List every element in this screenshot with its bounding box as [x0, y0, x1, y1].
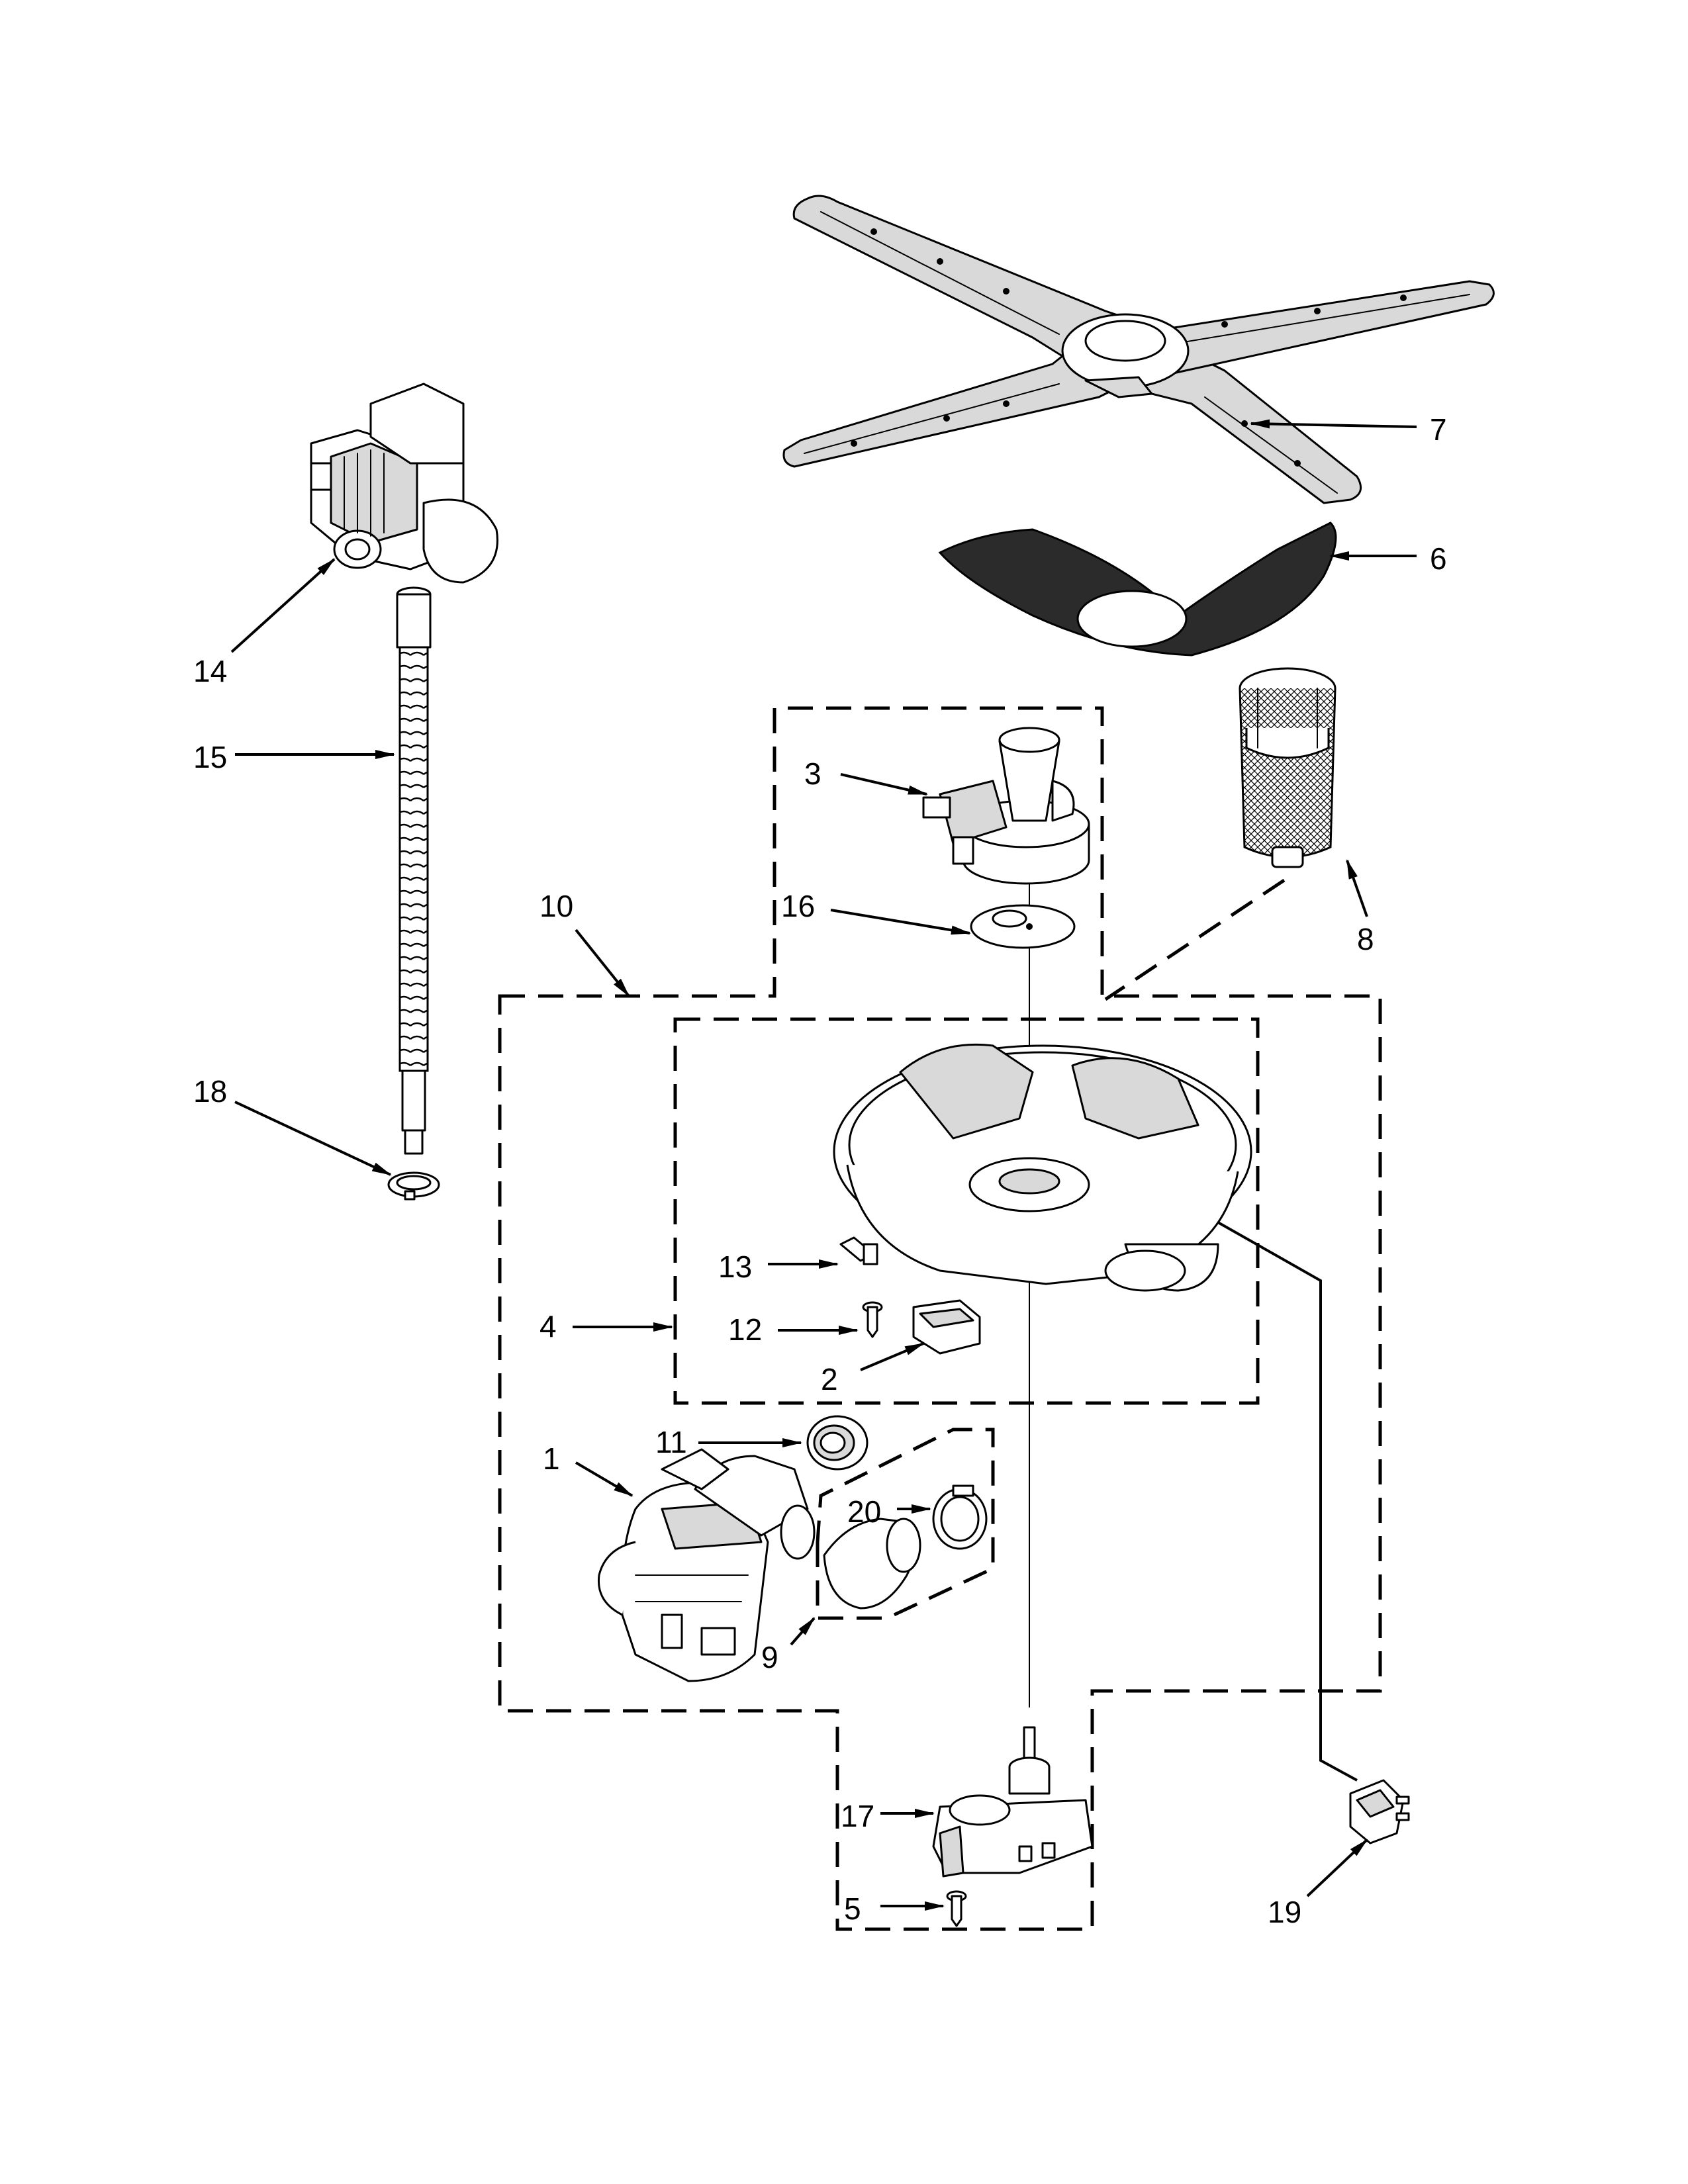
callout-15: 15	[193, 740, 227, 774]
spray-arm-part[interactable]	[782, 195, 1495, 504]
hose-clamp-part[interactable]	[932, 1484, 988, 1550]
leader-1	[575, 1461, 633, 1497]
sensor-13-part[interactable]	[839, 1236, 878, 1265]
motor-switch-part[interactable]	[932, 1726, 1094, 1878]
callout-11: 11	[655, 1425, 687, 1459]
filter-cover-part[interactable]	[938, 522, 1337, 657]
gasket-plate-part[interactable]	[970, 904, 1076, 949]
leader-10	[575, 929, 630, 997]
leader-16	[830, 909, 971, 935]
leader-14	[230, 558, 336, 653]
assembly-10-boundary	[498, 706, 1382, 1931]
callout-13: 13	[718, 1250, 752, 1284]
filter-link-line	[1104, 878, 1286, 1001]
connector-block-part[interactable]	[912, 1299, 981, 1355]
sensor-wire-line	[1197, 1210, 1358, 1782]
assembly-4-boundary	[673, 1017, 1260, 1405]
callout-14: 14	[193, 654, 227, 688]
screw-12-part[interactable]	[862, 1301, 883, 1338]
callout-18: 18	[193, 1074, 227, 1109]
leader-lines	[230, 419, 1417, 1911]
callout-3: 3	[804, 756, 821, 791]
callout-10: 10	[539, 889, 573, 923]
elbow-hose-part[interactable]	[823, 1518, 921, 1610]
callout-16: 16	[781, 889, 815, 923]
hose-group-boundary	[816, 1428, 995, 1620]
leader-2	[860, 1342, 925, 1371]
callout-4: 4	[539, 1309, 557, 1343]
callout-9: 9	[761, 1640, 778, 1674]
leader-9	[790, 1617, 816, 1646]
leader-3	[840, 773, 928, 796]
leader-8	[1346, 859, 1368, 917]
callout-17: 17	[841, 1799, 874, 1833]
callout-12: 12	[728, 1312, 762, 1347]
callout-19: 19	[1268, 1895, 1301, 1929]
callout-5: 5	[844, 1891, 861, 1926]
clamp-ring-part[interactable]	[387, 1171, 440, 1201]
drain-hose-part[interactable]	[396, 586, 432, 1155]
callout-20: 20	[847, 1494, 881, 1529]
callout-7: 7	[1430, 412, 1447, 447]
drain-pump-part[interactable]	[310, 383, 498, 584]
sump-bowl-part[interactable]	[833, 1043, 1252, 1292]
callout-1: 1	[543, 1441, 560, 1476]
pump-motor-part[interactable]	[597, 1448, 816, 1682]
leader-19	[1306, 1839, 1368, 1897]
callout-2: 2	[821, 1362, 838, 1396]
sensor-plug-part[interactable]	[1349, 1779, 1410, 1844]
callout-8: 8	[1357, 922, 1374, 956]
seal-ring-part[interactable]	[806, 1415, 868, 1471]
callout-labels: 1 2 3 4 5 6 7 8 9 10 11 12 13 14 15 16 1…	[193, 412, 1447, 1929]
callout-6: 6	[1430, 541, 1447, 576]
leader-18	[234, 1101, 392, 1176]
mesh-filter-part[interactable]	[1239, 667, 1336, 868]
diverter-part[interactable]	[922, 727, 1090, 885]
screw-5-part[interactable]	[946, 1890, 967, 1927]
leader-7	[1250, 419, 1417, 429]
